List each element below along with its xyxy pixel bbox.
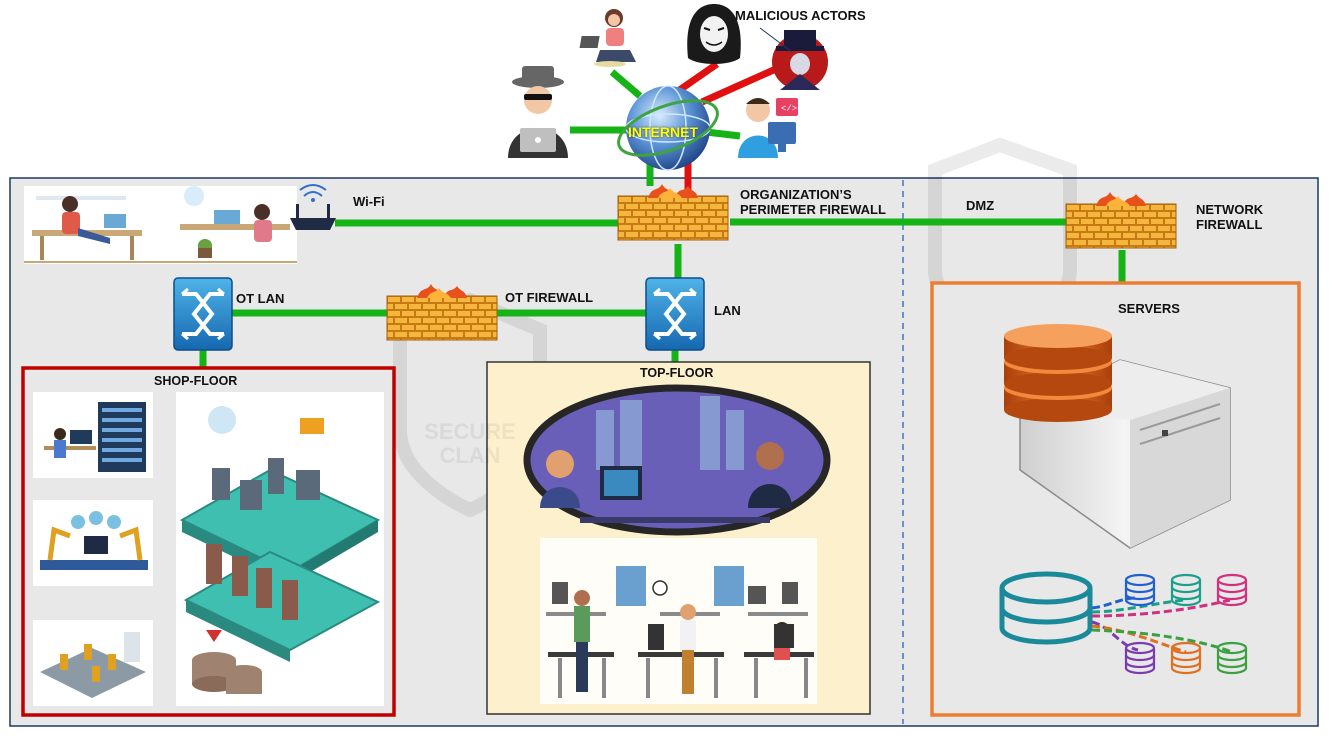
database-icon bbox=[999, 571, 1248, 675]
malicious-actors-label: MALICIOUS ACTORS bbox=[735, 8, 866, 23]
servers-label: SERVERS bbox=[1118, 301, 1180, 316]
ot-lan-switch-icon bbox=[172, 276, 234, 352]
shop-floor-label: SHOP-FLOOR bbox=[154, 374, 238, 388]
orange-disk-stack-icon bbox=[1004, 324, 1112, 422]
shop-floor-illustrations bbox=[33, 392, 384, 706]
globe-icon bbox=[617, 85, 719, 171]
top-floor-office-illustration bbox=[523, 384, 831, 704]
wifi-label: Wi-Fi bbox=[353, 194, 385, 209]
wifi-office-illustration bbox=[24, 186, 297, 264]
watermark-text: SECURE CLAN bbox=[424, 419, 516, 468]
internet-label: INTERNET bbox=[628, 124, 698, 140]
developer-icon: </> bbox=[738, 98, 798, 158]
ot-lan-label: OT LAN bbox=[236, 291, 285, 306]
spy-icon bbox=[508, 66, 568, 158]
router-icon bbox=[290, 184, 336, 230]
callout-line bbox=[759, 27, 793, 53]
ot-firewall-label: OT FIREWALL bbox=[505, 290, 594, 305]
top-floor-label: TOP-FLOOR bbox=[640, 366, 714, 380]
hat-hacker-icon bbox=[772, 30, 828, 90]
hacker-icon bbox=[687, 4, 741, 64]
laptop-user-icon bbox=[579, 9, 636, 67]
lan-switch-icon bbox=[644, 276, 706, 352]
network-firewall-label: NETWORK FIREWALL bbox=[1196, 202, 1264, 232]
svg-text:</>: </> bbox=[781, 104, 797, 114]
dmz-label: DMZ bbox=[966, 198, 995, 213]
perimeter-firewall-label: ORGANIZATION’S PERIMETER FIREWALL bbox=[740, 187, 886, 217]
lan-label: LAN bbox=[714, 303, 741, 318]
